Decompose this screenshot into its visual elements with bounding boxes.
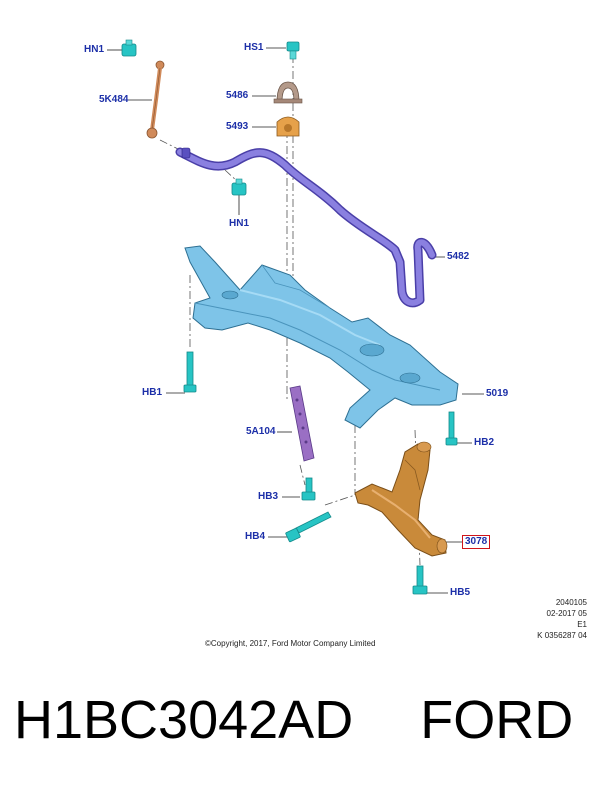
hb2-bolt [445,411,458,446]
callout-hn1-lower[interactable]: HN1 [229,218,250,229]
callout-hs1[interactable]: HS1 [244,42,264,53]
part-number: H1BC3042AD [14,690,354,750]
lower-control-arm-3078 [354,441,448,557]
bracket-5A104 [289,385,315,462]
hn1-nut-lower [231,178,247,196]
callout-hb5[interactable]: HB5 [450,587,471,598]
callout-hn1-top[interactable]: HN1 [84,44,105,55]
bushing-5493 [276,116,300,137]
copyright-notice: ©Copyright, 2017, Ford Motor Company Lim… [205,639,376,648]
brand-name: FORD [420,690,574,750]
hb1-bolt [183,351,197,393]
callout-hb2[interactable]: HB2 [474,437,495,448]
callout-3078-highlighted[interactable]: 3078 [462,535,491,549]
hs1-bolt [286,41,300,60]
callout-hb4[interactable]: HB4 [245,531,266,542]
reference-line-1: 2040105 [555,598,587,607]
callout-5a104[interactable]: 5A104 [246,426,276,437]
exploded-parts-diagram [107,39,484,595]
reference-line-2: 02-2017 05 [546,609,587,618]
hb3-bolt [301,477,316,501]
callout-hb1[interactable]: HB1 [142,387,163,398]
stabilizer-bar [175,147,437,308]
clamp-5486 [273,81,303,104]
hn1-nut-top [121,39,137,57]
callout-5k484[interactable]: 5K484 [99,94,129,105]
callout-5493[interactable]: 5493 [226,121,249,132]
reference-line-4: K 0356287 04 [537,631,587,640]
hb4-bolt [285,511,332,543]
crossmember-5019 [184,245,459,429]
part-caption: H1BC3042AD FORD [14,688,594,758]
callout-5019[interactable]: 5019 [486,388,509,399]
callout-5486[interactable]: 5486 [226,90,249,101]
reference-line-3: E1 [577,620,587,629]
hb5-bolt [412,565,428,595]
stabilizer-link [146,60,165,139]
diagram-reference-block: 2040105 02-2017 05 E1 K 0356287 04 [537,597,587,641]
callout-5482[interactable]: 5482 [447,251,470,262]
callout-hb3[interactable]: HB3 [258,491,279,502]
